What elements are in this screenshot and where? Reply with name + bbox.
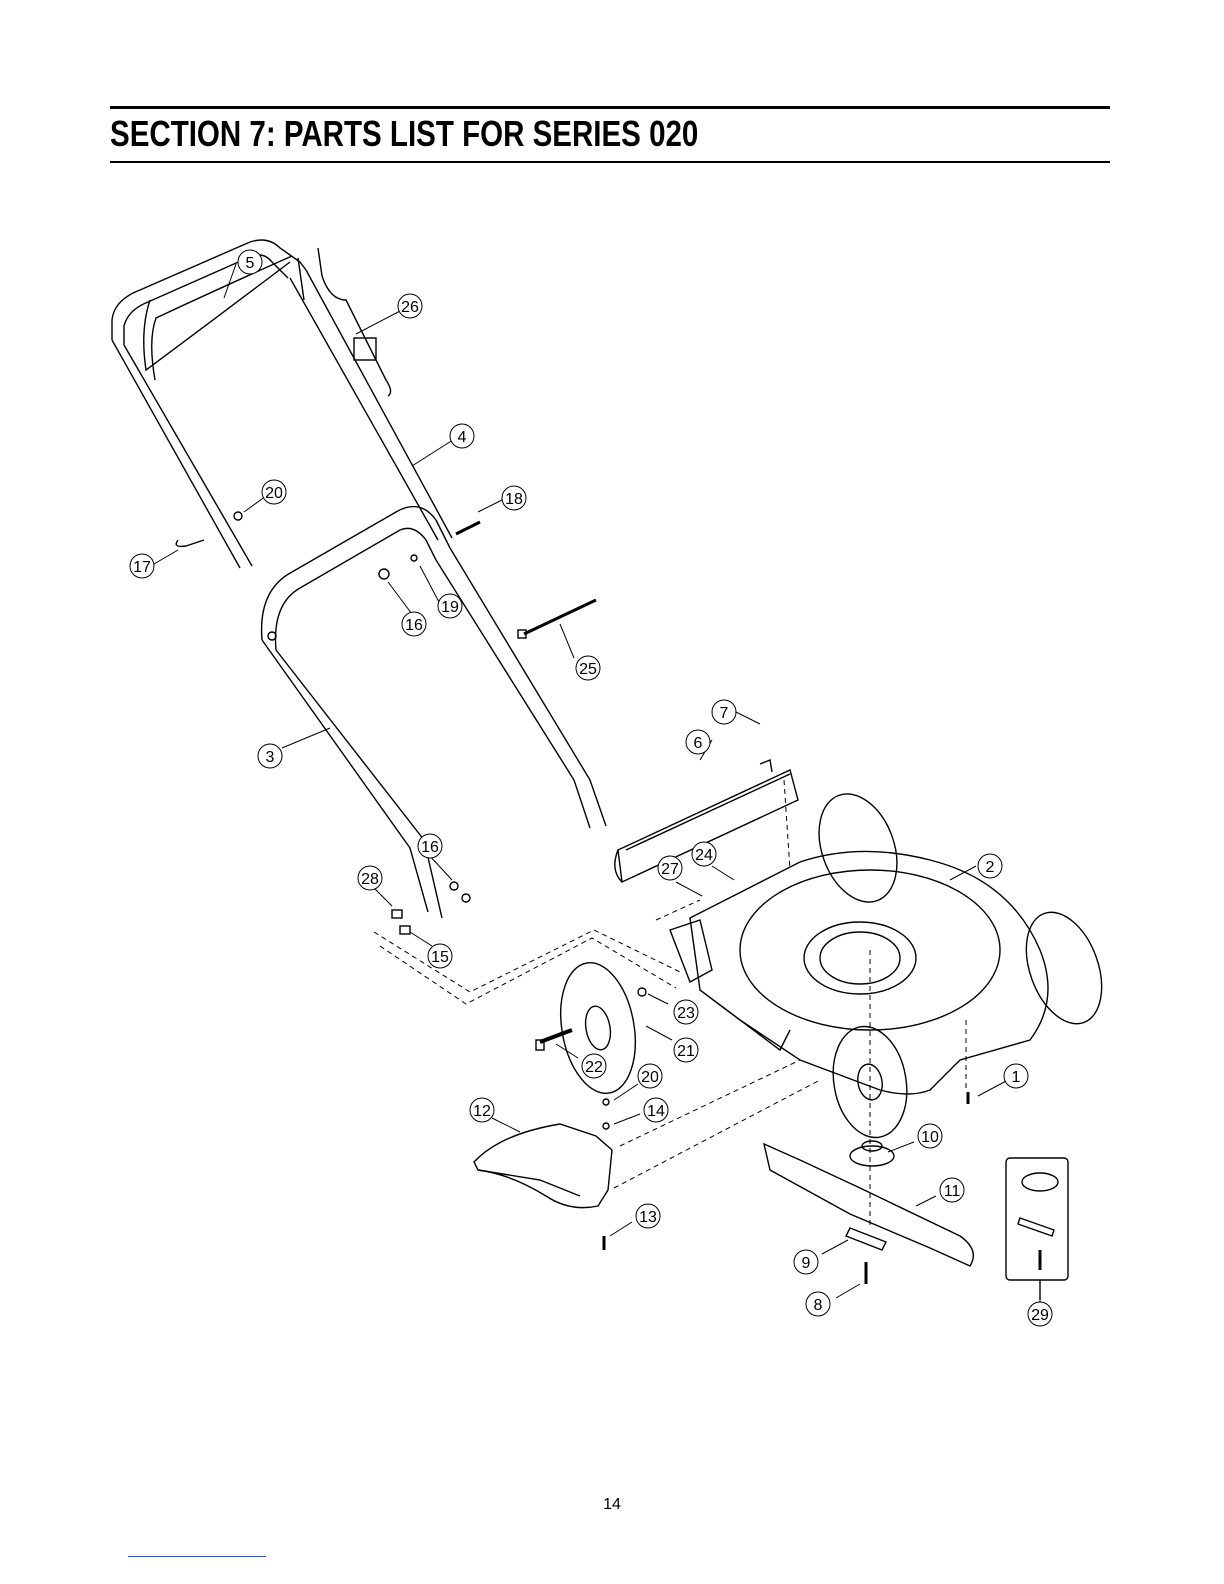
callout-2: 2: [978, 854, 1002, 878]
callout-11: 11: [940, 1178, 964, 1202]
blade-adapter-kit: [1006, 1158, 1068, 1300]
mower-deck: [670, 851, 1048, 1094]
cable-tie: [518, 600, 596, 638]
callout-21: 21: [674, 1038, 698, 1062]
callout-17: 17: [130, 554, 154, 578]
callout-5: 5: [238, 250, 262, 274]
callout-24: 24: [692, 842, 716, 866]
callout-4: 4: [450, 424, 474, 448]
handle-hardware: [176, 512, 480, 934]
discharge-chute: [474, 1099, 612, 1250]
callout-7: 7: [712, 700, 736, 724]
footer-link-underline: [128, 1556, 266, 1557]
callout-label: 9: [802, 1255, 811, 1272]
callout-label: 14: [647, 1103, 665, 1120]
callout-label: 21: [677, 1043, 695, 1060]
callout-label: 15: [431, 949, 449, 966]
callout-28: 28: [358, 866, 382, 890]
callout-8: 8: [806, 1292, 830, 1316]
callout-label: 11: [944, 1183, 961, 1200]
callout-16: 16: [402, 612, 426, 636]
callout-29: 29: [1028, 1302, 1052, 1326]
callout-label: 25: [579, 661, 597, 678]
callout-label: 28: [361, 871, 379, 888]
callout-26: 26: [398, 294, 422, 318]
callout-label: 3: [266, 749, 275, 766]
callout-3: 3: [258, 744, 282, 768]
upper-handle: [112, 240, 452, 568]
callout-12: 12: [470, 1098, 494, 1122]
callout-9: 9: [794, 1250, 818, 1274]
callout-10: 10: [918, 1124, 942, 1148]
callout-label: 8: [814, 1297, 823, 1314]
callout-label: 2: [986, 859, 995, 876]
callout-markers: 1234567891011121314151616171819202021222…: [130, 250, 1052, 1326]
leader-lines: [154, 264, 1040, 1302]
callout-label: 22: [585, 1059, 603, 1076]
callout-19: 19: [438, 594, 462, 618]
callout-13: 13: [636, 1204, 660, 1228]
page-number: 14: [0, 1496, 1224, 1514]
callout-label: 10: [921, 1129, 939, 1146]
callout-label: 16: [421, 839, 439, 856]
callout-label: 27: [661, 861, 679, 878]
callout-27: 27: [658, 856, 682, 880]
callout-23: 23: [674, 1000, 698, 1024]
callout-label: 12: [473, 1103, 491, 1120]
callout-20: 20: [262, 480, 286, 504]
callout-label: 5: [246, 255, 255, 272]
assembly-guide-lines: [374, 780, 966, 1228]
wheels: [551, 783, 1116, 1143]
callout-label: 16: [405, 617, 423, 634]
callout-label: 19: [441, 599, 459, 616]
callout-label: 20: [265, 485, 283, 502]
callout-label: 13: [639, 1209, 657, 1226]
wheel-bolt: [536, 988, 646, 1050]
callout-label: 4: [458, 429, 467, 446]
callout-14: 14: [644, 1098, 668, 1122]
callout-16: 16: [418, 834, 442, 858]
callout-label: 26: [401, 299, 419, 316]
callout-label: 20: [641, 1069, 659, 1086]
callout-25: 25: [576, 656, 600, 680]
callout-15: 15: [428, 944, 452, 968]
callout-22: 22: [582, 1054, 606, 1078]
callout-6: 6: [686, 730, 710, 754]
callout-18: 18: [502, 486, 526, 510]
callout-label: 7: [720, 705, 729, 722]
callout-1: 1: [1004, 1064, 1028, 1088]
callout-label: 6: [694, 735, 703, 752]
callout-label: 23: [677, 1005, 695, 1022]
callout-label: 24: [695, 847, 713, 864]
callout-label: 29: [1031, 1307, 1049, 1324]
callout-label: 18: [505, 491, 523, 508]
callout-20: 20: [638, 1064, 662, 1088]
callout-label: 1: [1012, 1069, 1021, 1086]
callout-label: 17: [133, 559, 151, 576]
